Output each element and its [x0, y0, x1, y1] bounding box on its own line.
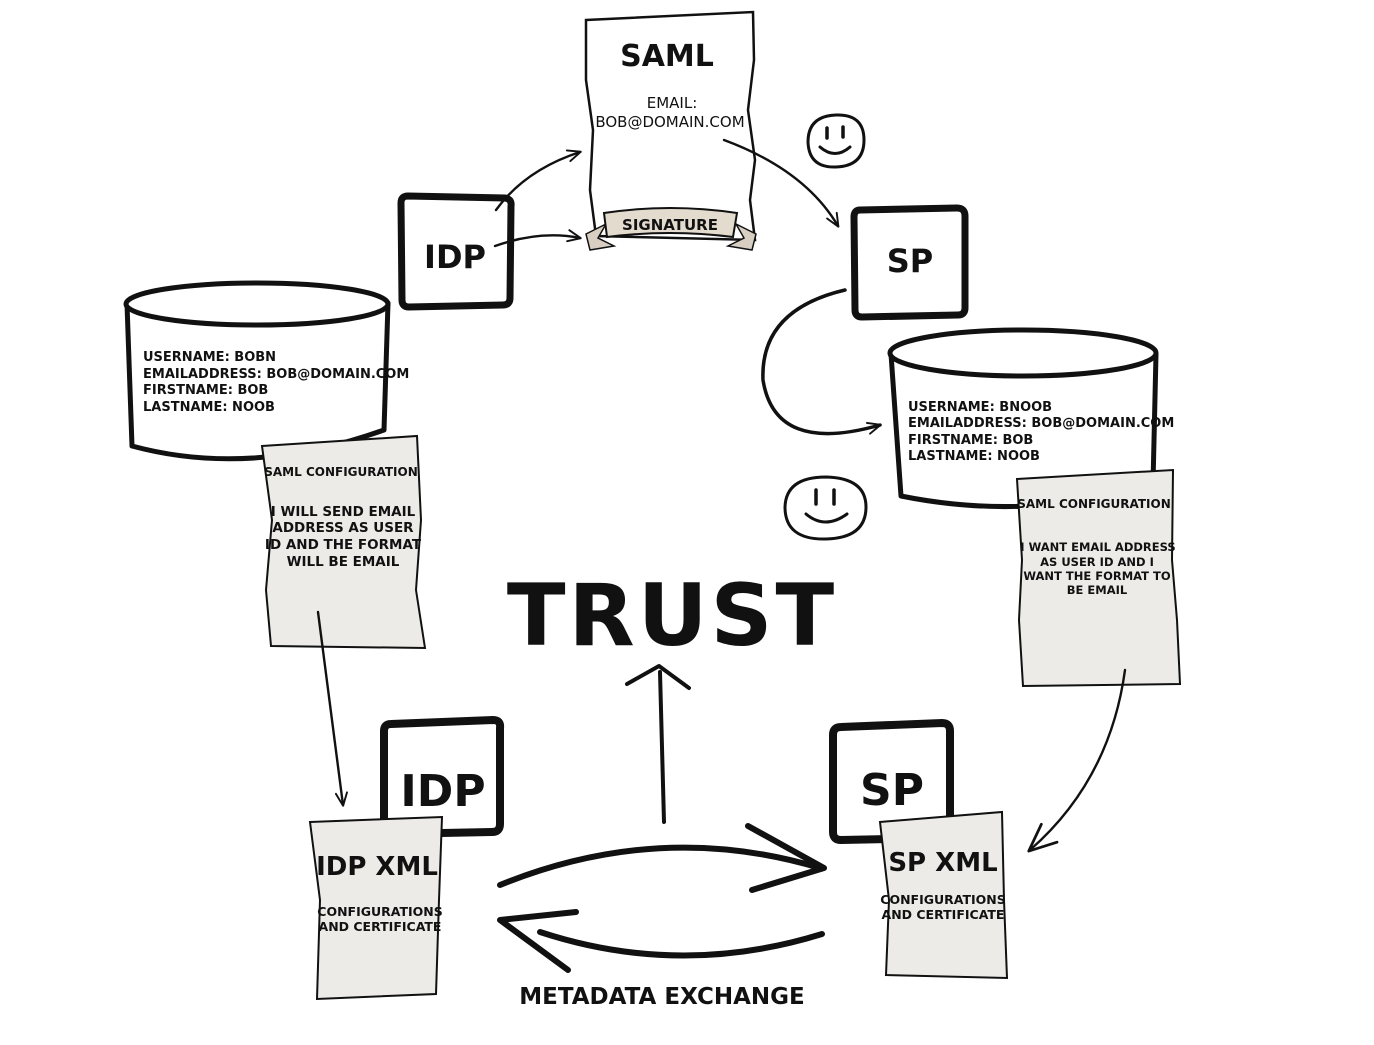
saml-email-label: EMAIL:	[647, 94, 698, 112]
sp-xml-line: AND CERTIFICATE	[882, 907, 1005, 922]
idp-config-line: I WILL SEND EMAIL	[271, 504, 416, 520]
sp-top-label: SP	[887, 242, 934, 280]
idp-box-bottom: IDP	[380, 715, 505, 839]
idp-bottom-label: IDP	[400, 766, 485, 817]
sp-user-database: USERNAME: BNOOB EMAILADDRESS: BOB@DOMAIN…	[887, 327, 1174, 510]
sp-config-line: AS USER ID AND I	[1040, 555, 1154, 569]
idp-config-line: WILL BE EMAIL	[287, 554, 400, 570]
sp-db-line: USERNAME: BNOOB	[908, 400, 1052, 415]
idp-db-line: LASTNAME: NOOB	[143, 400, 275, 415]
sp-xml-line: CONFIGURATIONS	[880, 892, 1005, 907]
idp-db-line: EMAILADDRESS: BOB@DOMAIN.COM	[143, 367, 409, 382]
metadata-arrow-to-idp-head	[497, 909, 579, 973]
metadata-arrow-to-sp-head	[745, 823, 827, 893]
arrow-idp-to-saml	[494, 149, 582, 212]
signature-label: SIGNATURE	[622, 216, 718, 234]
idp-xml-line: AND CERTIFICATE	[319, 919, 442, 934]
idp-db-line: FIRSTNAME: BOB	[143, 383, 268, 398]
arrow-sp-to-database	[761, 288, 882, 436]
saml-document-paper	[584, 10, 757, 242]
saml-document-title: SAML	[620, 39, 714, 74]
sp-db-line: LASTNAME: NOOB	[908, 449, 1040, 464]
idp-config-title: SAML CONFIGURATION	[264, 465, 418, 479]
sp-config-line: WANT THE FORMAT TO	[1023, 569, 1171, 583]
metadata-arrow-to-idp	[537, 929, 825, 959]
metadata-arrow-to-sp	[497, 844, 823, 888]
arrow-up-head	[625, 664, 691, 690]
connectors	[316, 138, 1127, 973]
idp-box-top: IDP	[397, 192, 515, 311]
arrow-idp-to-signature	[493, 229, 582, 248]
trust-label: TRUST	[507, 566, 837, 666]
smiley-face-icon	[806, 113, 866, 169]
smiley-face-icon	[783, 475, 868, 541]
idp-top-label: IDP	[424, 238, 486, 276]
idp-xml-title: IDP XML	[316, 852, 438, 882]
idp-config-line: ADDRESS AS USER	[272, 520, 414, 536]
arrow-idp-config-to-idp-xml	[316, 610, 348, 807]
arrow-up-to-trust	[658, 670, 666, 824]
signature-ribbon: SIGNATURE	[585, 207, 757, 251]
sp-config-line: BE EMAIL	[1067, 583, 1128, 597]
sp-xml-paper: SP XML CONFIGURATIONS AND CERTIFICATE	[878, 810, 1009, 980]
sp-config-line: I WANT EMAIL ADDRESS	[1020, 540, 1175, 554]
idp-xml-paper: IDP XML CONFIGURATIONS AND CERTIFICATE	[308, 815, 444, 1001]
idp-xml-line: CONFIGURATIONS	[317, 904, 442, 919]
sp-config-title: SAML CONFIGURATION	[1017, 497, 1171, 511]
idp-saml-configuration-paper: SAML CONFIGURATION I WILL SEND EMAIL ADD…	[260, 434, 427, 650]
idp-config-line: ID AND THE FORMAT	[265, 537, 422, 553]
sp-db-line: FIRSTNAME: BOB	[908, 433, 1033, 448]
saml-email-value: BOB@DOMAIN.COM	[595, 113, 744, 131]
sp-saml-configuration-paper: SAML CONFIGURATION I WANT EMAIL ADDRESS …	[1015, 468, 1182, 688]
sp-xml-title: SP XML	[888, 848, 997, 878]
sp-bottom-label: SP	[860, 765, 924, 816]
metadata-exchange-label: METADATA EXCHANGE	[519, 984, 805, 1010]
arrow-sp-config-to-sp-xml	[1027, 668, 1127, 853]
sp-db-line: EMAILADDRESS: BOB@DOMAIN.COM	[908, 416, 1174, 431]
saml-assertion-document: SAML EMAIL: BOB@DOMAIN.COM SIGNATURE	[584, 10, 757, 251]
sp-box-top: SP	[850, 204, 969, 321]
idp-db-line: USERNAME: BOBN	[143, 350, 276, 365]
idp-user-database: USERNAME: BOBN EMAILADDRESS: BOB@DOMAIN.…	[123, 280, 409, 467]
arrow-saml-to-sp	[722, 138, 840, 228]
